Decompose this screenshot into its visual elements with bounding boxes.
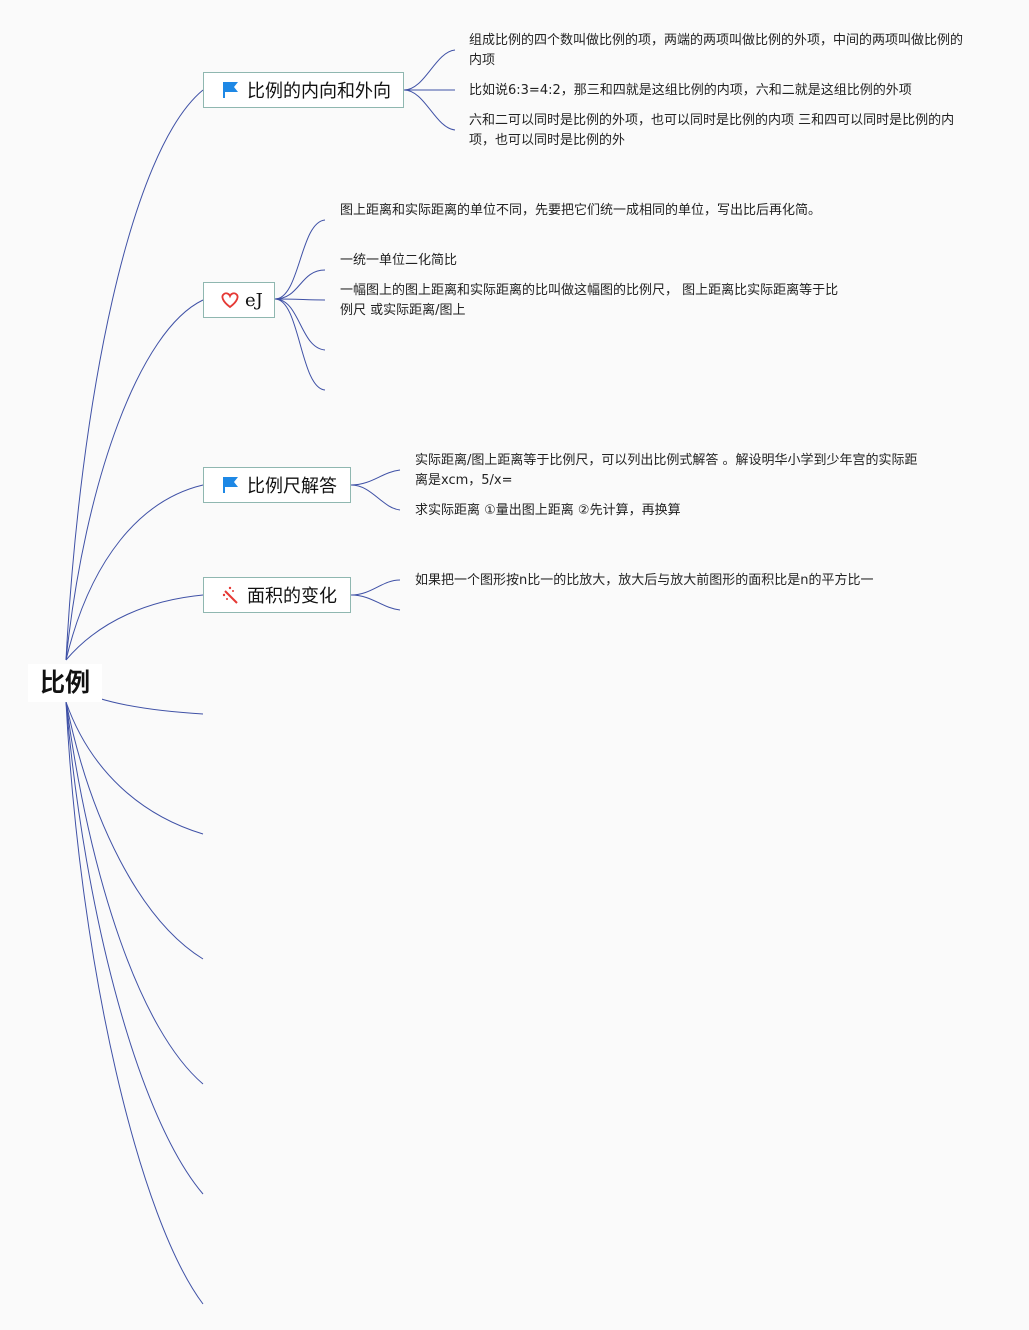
leaf-text[interactable]: 一统一单位二化简比 xyxy=(340,253,458,268)
branch-topic-scale-solution[interactable]: 比例尺解答 xyxy=(203,467,351,503)
leaf-text[interactable]: 图上距离和实际距离的单位不同，先要把它们统一成相同的单位，写出比后再化简。 xyxy=(340,203,822,218)
branch3-leaf2-connector xyxy=(350,484,401,511)
branch1-leaf1-connector xyxy=(403,49,456,91)
branch-label: 比例尺解答 xyxy=(247,476,337,497)
branch4-leaf2-connector xyxy=(350,594,401,611)
leaf-text[interactable]: 实际距离/图上距离等于比例尺，可以列出比例式解答 。解设明华小学到少年宫的实际距… xyxy=(415,453,918,488)
branch-topic-ej[interactable]: eJ xyxy=(203,282,275,318)
root-connector-5 xyxy=(97,697,204,715)
leaf-text[interactable]: 组成比例的四个数叫做比例的项，两端的两项叫做比例的外项，中间的两项叫做比例的内项 xyxy=(469,33,964,68)
root-connector-10 xyxy=(65,701,204,1305)
root-topic[interactable]: 比例 xyxy=(28,664,103,702)
branch2-leaf1-connector xyxy=(274,219,326,300)
root-connector-9 xyxy=(65,701,204,1195)
branch2-leaf4-connector xyxy=(274,298,326,351)
root-connector-6 xyxy=(65,701,204,835)
branch2-leaf2-connector xyxy=(274,269,326,300)
leaf-text[interactable]: 一幅图上的图上距离和实际距离的比叫做这幅图的比例尺， 图上距离比实际距离等于比例… xyxy=(340,283,839,318)
magic-wand-icon xyxy=(220,584,242,606)
branch-topic-area-change[interactable]: 面积的变化 xyxy=(203,577,351,613)
heart-icon xyxy=(220,289,240,311)
flag-icon xyxy=(220,79,242,101)
flag-icon xyxy=(220,474,242,496)
leaf-text[interactable]: 求实际距离 ①量出图上距离 ②先计算，再换算 xyxy=(415,503,681,518)
root-connector-4 xyxy=(65,594,204,661)
branch2-leaf5-connector xyxy=(274,298,326,391)
branch4-leaf1-connector xyxy=(350,579,401,596)
branch-label: 面积的变化 xyxy=(247,586,337,607)
root-connector-3 xyxy=(65,484,204,661)
branch-topic-inner-outer-terms[interactable]: 比例的内向和外向 xyxy=(203,72,404,108)
branch3-leaf1-connector xyxy=(350,469,401,486)
root-connector-7 xyxy=(65,701,204,960)
branch-label: eJ xyxy=(245,289,263,311)
root-connector-2 xyxy=(65,299,204,661)
root-connector-8 xyxy=(65,701,204,1085)
branch1-leaf3-connector xyxy=(403,89,456,131)
branch-label: 比例的内向和外向 xyxy=(247,81,391,102)
leaf-text[interactable]: 比如说6:3=4:2，那三和四就是这组比例的内项，六和二就是这组比例的外项 xyxy=(469,83,912,98)
leaf-text[interactable]: 六和二可以同时是比例的外项，也可以同时是比例的内项 三和四可以同时是比例的内项，… xyxy=(469,113,955,148)
branch2-leaf3-connector xyxy=(274,298,326,301)
root-connector-1 xyxy=(65,89,204,661)
leaf-text[interactable]: 如果把一个图形按n比一的比放大，放大后与放大前图形的面积比是n的平方比一 xyxy=(415,573,874,588)
